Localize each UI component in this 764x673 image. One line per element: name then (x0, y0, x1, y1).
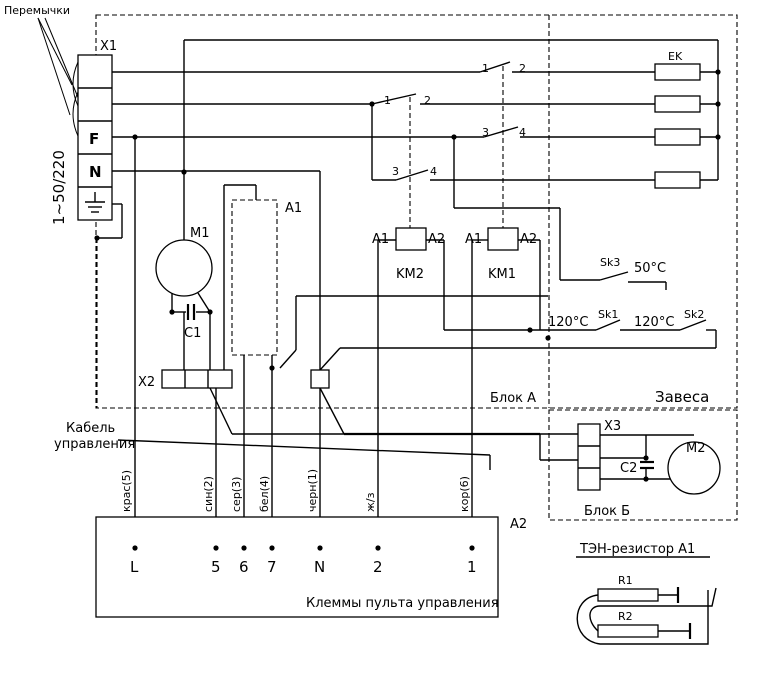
wire-label: черн(1) (306, 469, 319, 512)
terminal-label: 5 (211, 558, 221, 576)
panel-terminals-label: Клеммы пульта управления (306, 596, 499, 611)
sw1-pin1: 1 (482, 62, 489, 75)
jumpers-label: Перемычки (4, 4, 70, 17)
m2-label: M2 (686, 441, 706, 456)
contactor-km1-coil (471, 227, 541, 548)
terminal-label: L (130, 558, 139, 576)
supply-label: 1~50/220 (50, 150, 68, 225)
heater-elements-ek (654, 63, 701, 189)
enclosure-block-a (95, 14, 738, 409)
sw1-pin2: 2 (519, 62, 526, 75)
wire-label: крас(5) (120, 470, 133, 512)
sk3-label: Sk3 (600, 256, 620, 269)
sw3-pin3: 3 (482, 126, 489, 139)
sk1-temp: 120°C (548, 315, 588, 330)
x2-label: X2 (138, 375, 155, 390)
cable-label-line2: управления (54, 437, 135, 452)
power-lines (96, 39, 719, 548)
jumpers-leaders (37, 17, 83, 137)
terminal-label: 1 (467, 558, 477, 576)
ten-title: ТЭН-резистор А1 (579, 542, 695, 557)
zavesa-label: Завеса (655, 388, 709, 406)
km2-a2-label: A2 (428, 232, 445, 247)
km2-label: KM2 (396, 267, 424, 282)
r2-label: R2 (618, 610, 633, 623)
x1-label: X1 (100, 39, 117, 54)
a1-label: A1 (285, 201, 302, 216)
m1-label: M1 (190, 226, 210, 241)
terminal-label: 2 (373, 558, 383, 576)
sk3-temp: 50°C (634, 261, 666, 276)
terminal-label: 6 (239, 558, 249, 576)
ten-resistor-legend (576, 587, 717, 645)
a2-label: A2 (510, 517, 527, 532)
r1-label: R1 (618, 574, 633, 587)
terminal-block-x2 (161, 369, 578, 548)
contactor-contacts (371, 61, 519, 228)
terminal-block-x3 (577, 423, 694, 491)
wire-label: кор(6) (458, 476, 471, 512)
terminal-f-label: F (89, 130, 99, 148)
wire-label: сер(3) (230, 477, 243, 512)
x3-label: X3 (604, 419, 621, 434)
heater-resistor-a1 (223, 184, 548, 548)
panel-terminals (132, 545, 475, 551)
sw4-pin3: 3 (392, 165, 399, 178)
terminal-labels: L 5 6 7 N 2 1 (130, 558, 477, 576)
sw3-pin4: 4 (519, 126, 526, 139)
block-b-label: Блок Б (584, 504, 630, 519)
sk2-label: Sk2 (684, 308, 704, 321)
sw2-pin1: 1 (384, 94, 391, 107)
thermostat-sk3 (453, 137, 667, 290)
km2-a1-label: A1 (372, 232, 389, 247)
wire-label: ж/з (364, 492, 377, 512)
block-a-label: Блок А (490, 391, 536, 406)
c1-label: C1 (184, 326, 201, 341)
sk1-label: Sk1 (598, 308, 618, 321)
km1-a1-label: A1 (465, 232, 482, 247)
terminal-n-label: N (89, 163, 102, 181)
thermostat-sk1-sk2 (319, 310, 717, 371)
terminal-label: 7 (267, 558, 277, 576)
terminal-label: N (314, 558, 325, 576)
sk2-temp: 120°C (634, 315, 674, 330)
sw2-pin2: 2 (424, 94, 431, 107)
cable-label-line1: Кабель (66, 421, 115, 436)
motor-m2 (667, 441, 721, 495)
motor-m1 (155, 239, 213, 370)
wire-label: син(2) (202, 476, 215, 512)
sw4-pin4: 4 (430, 165, 437, 178)
km1-label: KM1 (488, 267, 516, 282)
contactor-km2-coil (377, 227, 445, 548)
wire-labels: крас(5) син(2) сер(3) бел(4) черн(1) ж/з… (120, 469, 471, 512)
control-cable (117, 439, 491, 470)
control-panel-a2 (95, 516, 499, 618)
km1-a2-label: A2 (520, 232, 537, 247)
enclosure-block-b (548, 409, 738, 521)
ek-label: EK (668, 50, 683, 63)
wire-label: бел(4) (258, 476, 271, 512)
c2-label: C2 (620, 461, 637, 476)
junction-dots (94, 69, 721, 482)
